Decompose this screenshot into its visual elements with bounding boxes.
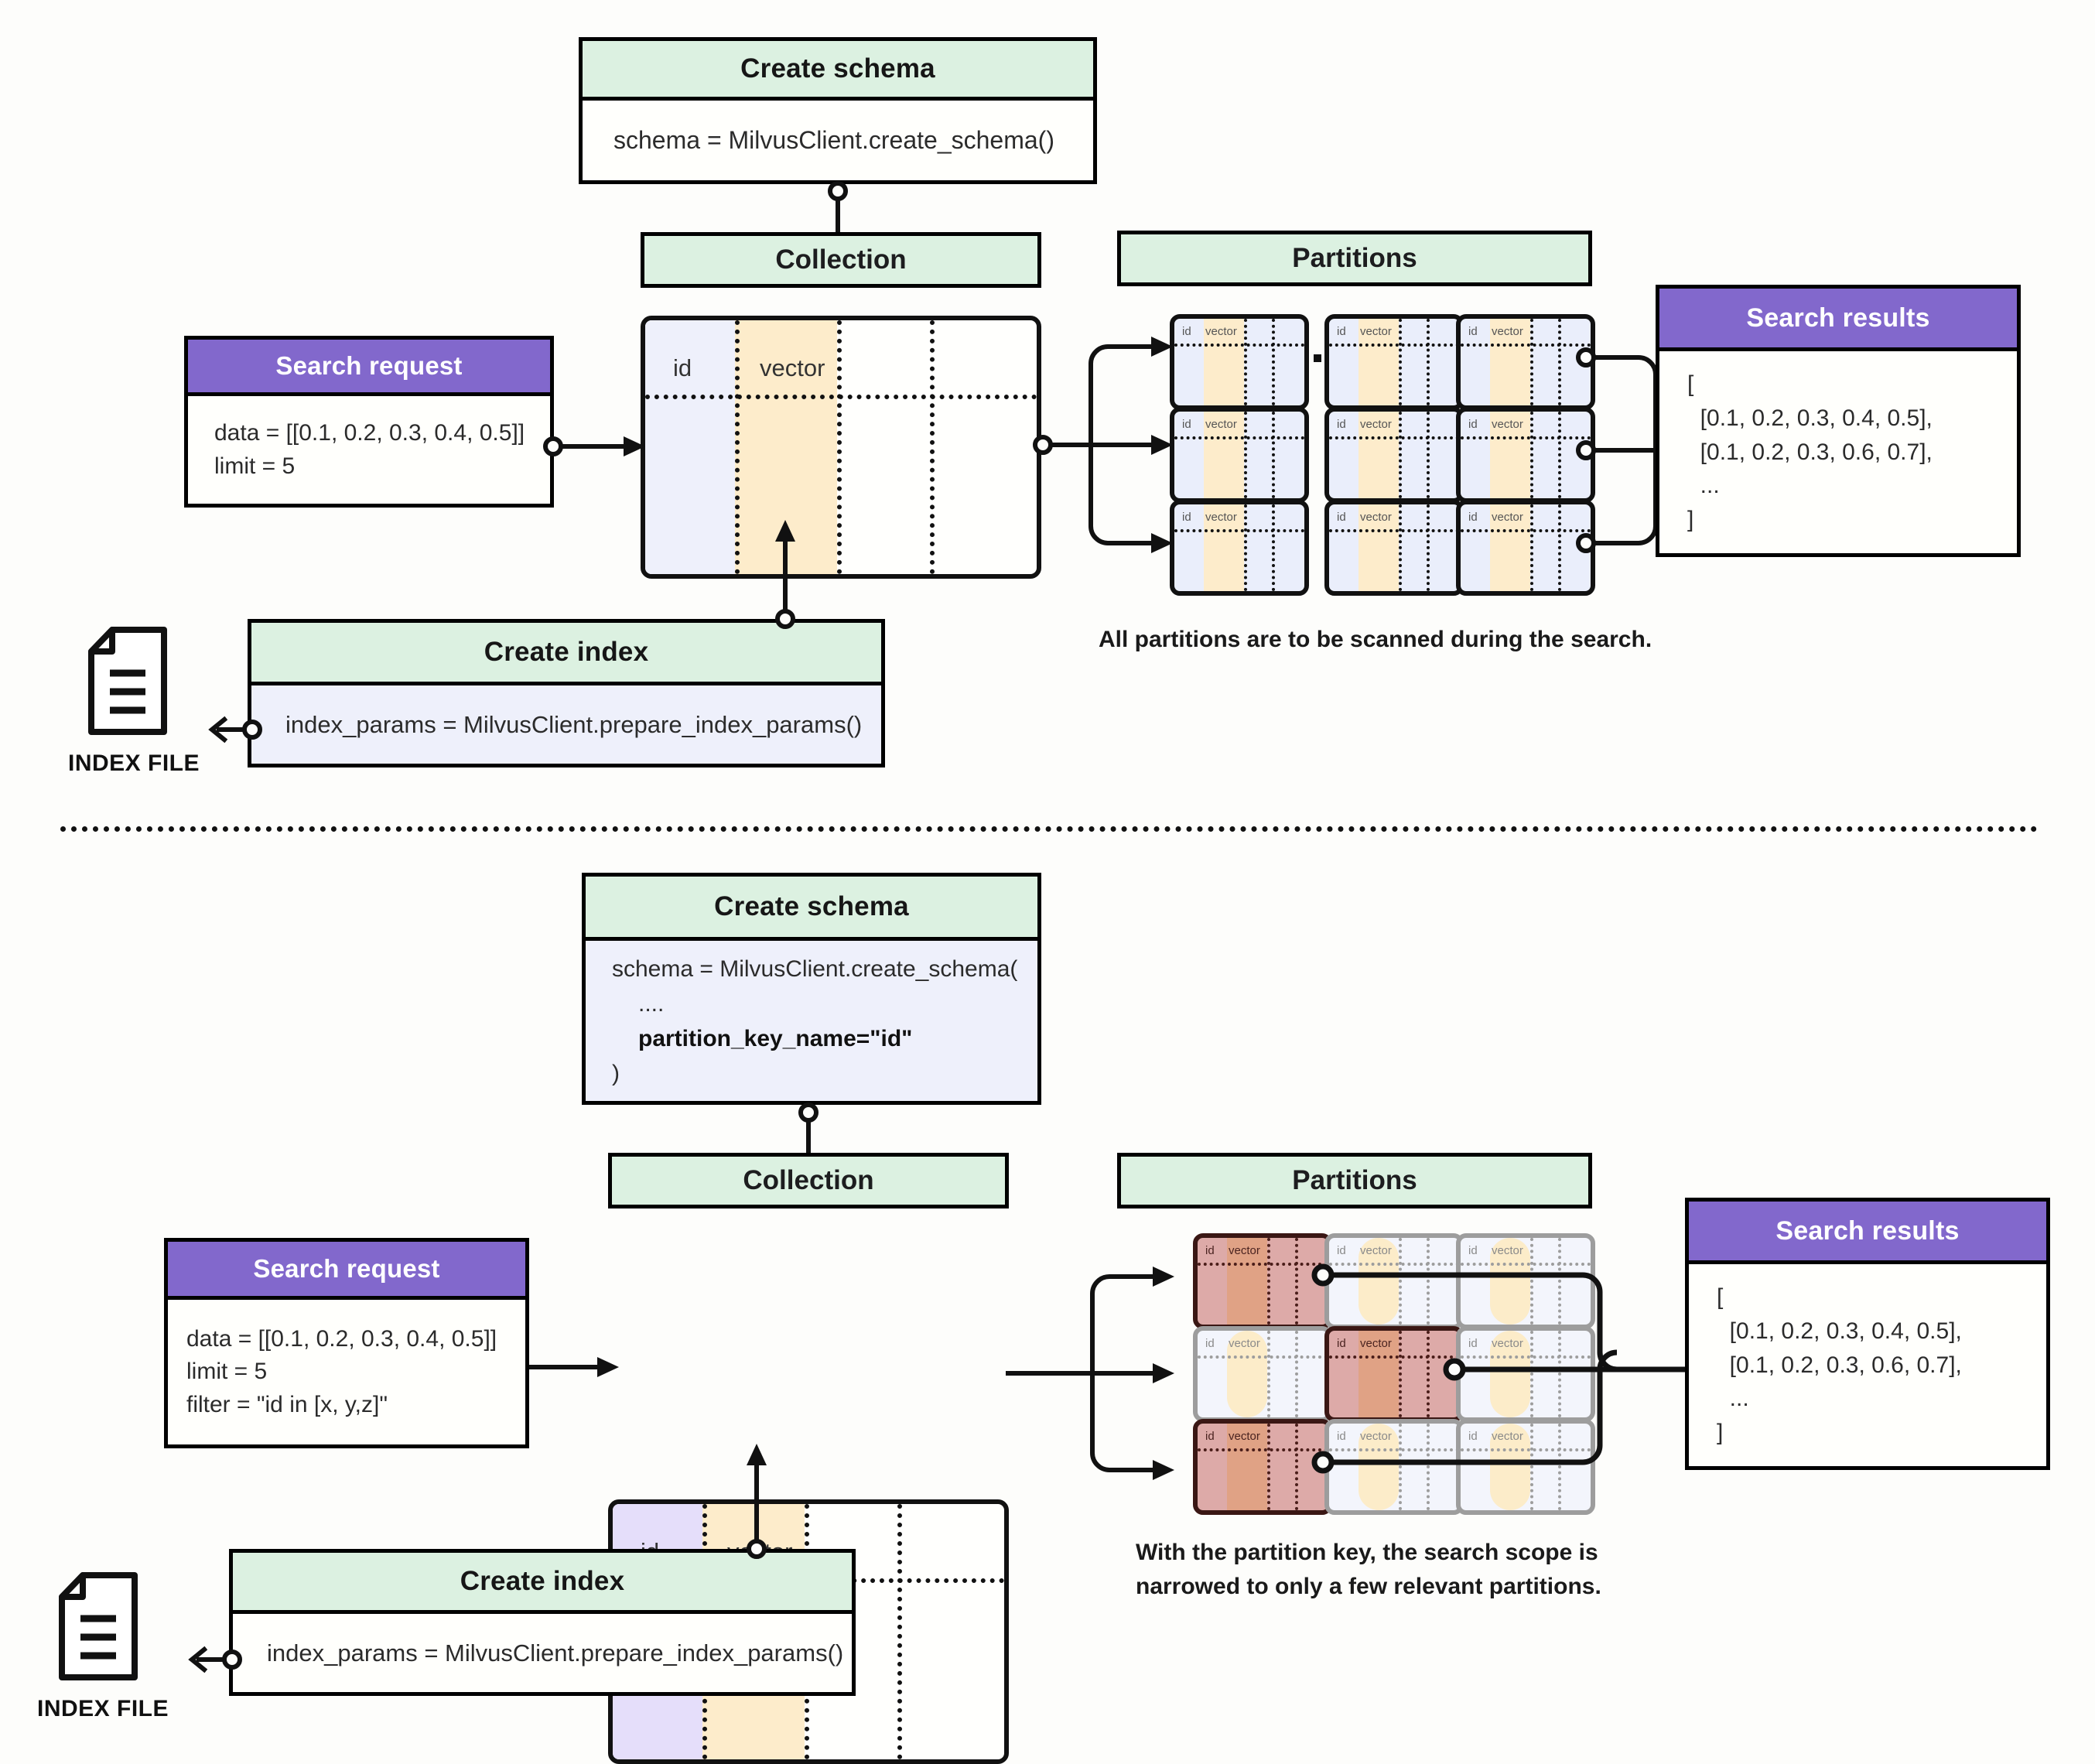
bottom-partitions-banner: Partitions bbox=[1117, 1153, 1592, 1208]
top-collection-table: id vector bbox=[641, 316, 1041, 579]
top-partitions-title: Partitions bbox=[1292, 243, 1417, 273]
bottom-create-schema-code-3: partition_key_name="id" bbox=[638, 1025, 913, 1051]
index-file-icon-bottom bbox=[56, 1572, 141, 1680]
top-request-to-collection-arrow bbox=[542, 433, 650, 460]
top-partition-r3c2: id vector bbox=[1324, 500, 1464, 596]
bottom-partition-r2c3: id vector bbox=[1456, 1326, 1595, 1422]
top-create-index-code: index_params = MilvusClient.prepare_inde… bbox=[285, 710, 863, 738]
top-index-to-file-arrow bbox=[203, 716, 265, 744]
top-search-request-line-1: data = [[0.1, 0.2, 0.3, 0.4, 0.5]] bbox=[214, 419, 525, 446]
bottom-results-line-5: ] bbox=[1717, 1420, 1724, 1446]
bottom-results-line-3: [0.1, 0.2, 0.3, 0.6, 0.7], bbox=[1717, 1352, 1962, 1378]
bottom-index-file-label: INDEX FILE bbox=[37, 1696, 169, 1721]
top-results-line-1: [ bbox=[1687, 371, 1694, 397]
bottom-results-line-2: [0.1, 0.2, 0.3, 0.4, 0.5], bbox=[1717, 1318, 1962, 1344]
top-collection-to-partitions-fan bbox=[1033, 317, 1176, 573]
bottom-partitions-to-results-merge bbox=[1307, 1253, 1741, 1501]
bottom-search-results-card: Search results [ [0.1, 0.2, 0.3, 0.4, 0.… bbox=[1685, 1198, 2050, 1470]
top-caption: All partitions are to be scanned during … bbox=[1099, 627, 1652, 652]
bottom-collection-to-partitions-fan bbox=[1006, 1246, 1177, 1501]
top-results-line-5: ] bbox=[1687, 507, 1694, 533]
bottom-create-schema-card: Create schema schema = MilvusClient.crea… bbox=[582, 873, 1041, 1105]
top-results-line-4: ... bbox=[1687, 473, 1720, 499]
bottom-caption-line-2: narrowed to only a few relevant partitio… bbox=[1136, 1573, 1601, 1599]
top-create-schema-code: schema = MilvusClient.create_schema() bbox=[613, 126, 1054, 154]
bottom-search-request-title: Search request bbox=[168, 1242, 525, 1300]
bottom-search-request-card: Search request data = [[0.1, 0.2, 0.3, 0… bbox=[164, 1238, 529, 1448]
bottom-mini-col-vector: vector bbox=[1229, 1244, 1260, 1257]
top-partition-r3c3: id vector bbox=[1456, 500, 1595, 596]
bottom-search-request-line-3: filter = "id in [x, y,z]" bbox=[186, 1391, 388, 1417]
bottom-mini-col-id: id bbox=[1205, 1244, 1215, 1257]
top-search-results-card: Search results [ [0.1, 0.2, 0.3, 0.4, 0.… bbox=[1656, 285, 2021, 557]
top-create-schema-title: Create schema bbox=[583, 41, 1093, 101]
top-collection-banner: Collection bbox=[641, 232, 1041, 288]
bottom-search-request-line-1: data = [[0.1, 0.2, 0.3, 0.4, 0.5]] bbox=[186, 1325, 497, 1352]
top-create-index-title: Create index bbox=[251, 623, 881, 685]
bottom-collection-banner: Collection bbox=[608, 1153, 1009, 1208]
section-divider bbox=[60, 826, 2038, 832]
top-partition-r1c2: id vector bbox=[1324, 314, 1464, 410]
top-search-request-title: Search request bbox=[188, 340, 550, 396]
top-partition-r1c3: id vector bbox=[1456, 314, 1595, 410]
top-index-to-vector-connector bbox=[770, 518, 801, 629]
bottom-create-index-card: Create index index_params = MilvusClient… bbox=[229, 1549, 856, 1696]
top-mini-col-id: id bbox=[1182, 325, 1191, 338]
top-search-request-line-2: limit = 5 bbox=[214, 453, 296, 479]
top-partition-r3c1: id vector bbox=[1170, 500, 1309, 596]
top-index-file-label: INDEX FILE bbox=[68, 750, 200, 776]
bottom-collection-title: Collection bbox=[743, 1165, 874, 1195]
top-search-results-title: Search results bbox=[1659, 289, 2017, 351]
bottom-results-line-1: [ bbox=[1717, 1284, 1724, 1310]
top-partition-r2c3: id vector bbox=[1456, 407, 1595, 503]
top-partition-ellipsis-dot bbox=[1314, 354, 1321, 362]
top-collection-col-id: id bbox=[673, 354, 692, 381]
bottom-search-results-title: Search results bbox=[1689, 1202, 2046, 1264]
bottom-partition-r2c2: id vector bbox=[1324, 1326, 1464, 1422]
top-partition-r1c1: id vector bbox=[1170, 314, 1309, 410]
top-create-schema-card: Create schema schema = MilvusClient.crea… bbox=[579, 37, 1097, 184]
bottom-create-schema-code-2: .... bbox=[638, 990, 665, 1017]
bottom-create-schema-title: Create schema bbox=[586, 877, 1037, 941]
bottom-partition-r1c3: id vector bbox=[1456, 1233, 1595, 1329]
bottom-partition-r3c1: id vector bbox=[1193, 1419, 1332, 1515]
top-collection-id-column bbox=[645, 320, 735, 574]
top-collection-title: Collection bbox=[775, 244, 907, 275]
bottom-index-to-vector-connector bbox=[741, 1441, 772, 1559]
bottom-search-request-line-2: limit = 5 bbox=[186, 1359, 268, 1385]
bottom-create-index-title: Create index bbox=[233, 1553, 852, 1614]
index-file-icon bbox=[85, 627, 170, 735]
top-results-line-2: [0.1, 0.2, 0.3, 0.4, 0.5], bbox=[1687, 405, 1933, 431]
bottom-create-index-code: index_params = MilvusClient.prepare_inde… bbox=[267, 1639, 844, 1667]
bottom-partition-r1c2: id vector bbox=[1324, 1233, 1464, 1329]
top-results-line-3: [0.1, 0.2, 0.3, 0.6, 0.7], bbox=[1687, 439, 1933, 465]
top-mini-col-vector: vector bbox=[1205, 325, 1237, 338]
bottom-index-to-file-arrow bbox=[183, 1646, 244, 1673]
bottom-request-to-collection-arrow bbox=[529, 1354, 622, 1380]
bottom-partitions-title: Partitions bbox=[1292, 1165, 1417, 1195]
bottom-partition-r3c3: id vector bbox=[1456, 1419, 1595, 1515]
top-collection-col-vector: vector bbox=[760, 354, 825, 381]
top-partitions-banner: Partitions bbox=[1117, 231, 1592, 286]
top-create-index-card: Create index index_params = MilvusClient… bbox=[248, 619, 885, 767]
top-partition-r2c2: id vector bbox=[1324, 407, 1464, 503]
top-search-request-card: Search request data = [[0.1, 0.2, 0.3, 0… bbox=[184, 336, 554, 508]
bottom-caption-line-1: With the partition key, the search scope… bbox=[1136, 1540, 1598, 1565]
bottom-partition-r3c2: id vector bbox=[1324, 1419, 1464, 1515]
bottom-create-schema-code-1: schema = MilvusClient.create_schema( bbox=[612, 956, 1018, 982]
bottom-results-line-4: ... bbox=[1717, 1386, 1749, 1412]
bottom-create-schema-code-4: ) bbox=[612, 1060, 620, 1086]
top-partition-r2c1: id vector bbox=[1170, 407, 1309, 503]
